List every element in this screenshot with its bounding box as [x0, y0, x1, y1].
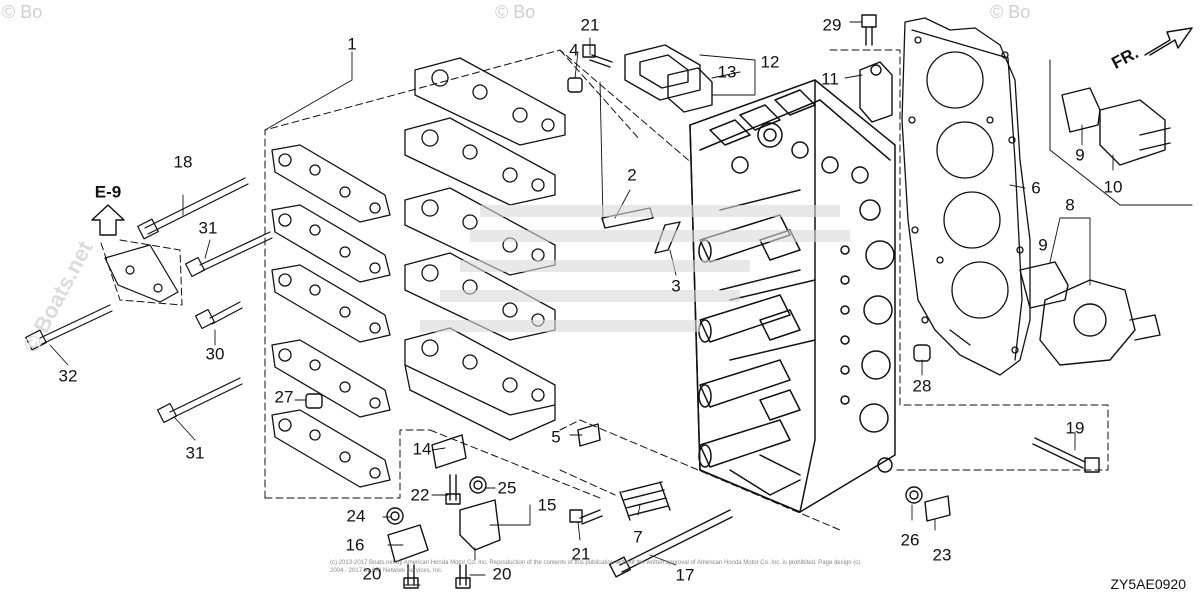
callout-26[interactable]: 26: [900, 530, 920, 550]
callout-9-inset[interactable]: 9: [1075, 145, 1085, 165]
callout-1[interactable]: 1: [347, 34, 357, 54]
watermark-pattern: [420, 205, 850, 332]
washer-25: [469, 476, 487, 494]
bolt-31-upper: [184, 231, 273, 278]
dowel-27: [305, 393, 323, 409]
callout-14[interactable]: 14: [412, 439, 432, 459]
callout-16[interactable]: 16: [345, 535, 365, 555]
section-ref-label[interactable]: E-9: [94, 182, 122, 202]
callout-19[interactable]: 19: [1065, 418, 1085, 438]
callout-8[interactable]: 8: [1065, 195, 1075, 215]
sensor-16: [387, 524, 429, 563]
callout-17[interactable]: 17: [675, 565, 695, 585]
watermark-top-2: © Bo: [495, 2, 536, 22]
spring-7: [619, 481, 671, 521]
callout-31-lower[interactable]: 31: [185, 443, 205, 463]
callout-22[interactable]: 22: [410, 485, 430, 505]
bolt-29: [861, 14, 877, 46]
callout-21-bottom[interactable]: 21: [571, 544, 591, 564]
callout-31-upper[interactable]: 31: [198, 218, 218, 238]
dowel-4: [567, 77, 583, 93]
dowel-3: [654, 221, 681, 254]
bolt-30: [194, 301, 243, 330]
cylinder-head-block: [689, 79, 896, 513]
assembly-boundary-lines: [99, 49, 1193, 531]
cam-holder-stack-right: [404, 57, 566, 441]
sensor-11: [859, 61, 893, 123]
callout-20-left[interactable]: 20: [362, 564, 382, 584]
watermark-top-3: © Bo: [990, 2, 1031, 22]
callout-25[interactable]: 25: [497, 478, 517, 498]
callout-4[interactable]: 4: [569, 40, 579, 60]
callout-10[interactable]: 10: [1103, 177, 1123, 197]
washer-24: [386, 507, 404, 525]
callout-3[interactable]: 3: [671, 276, 681, 296]
callout-24[interactable]: 24: [346, 506, 366, 526]
cover-12: [624, 44, 701, 101]
callout-20-right[interactable]: 20: [492, 564, 512, 584]
dowel-28: [913, 344, 931, 362]
bolt-31-lower: [156, 377, 243, 424]
bolt-18: [137, 177, 249, 240]
bolt-17: [608, 509, 733, 578]
sensor-15: [459, 499, 501, 551]
callout-12[interactable]: 12: [760, 52, 780, 72]
bolt-19: [1032, 437, 1100, 473]
copyright-notice: (c) 2013-2017 Boats.net by American Hond…: [330, 560, 861, 574]
spool-valve-8: [1039, 279, 1161, 366]
callout-2[interactable]: 2: [627, 165, 637, 185]
callout-28[interactable]: 28: [912, 376, 932, 396]
callout-11[interactable]: 11: [821, 69, 839, 89]
leader-lines: [49, 21, 1114, 586]
callout-21-top[interactable]: 21: [580, 15, 600, 35]
gasket-9-inset: [1061, 87, 1101, 133]
bolt-21-bottom: [569, 509, 603, 525]
plug-5: [577, 423, 601, 447]
arrow-up-icon: [91, 204, 125, 236]
gasket-9-right: [1019, 261, 1069, 309]
bolt-21-top: [582, 44, 613, 68]
bracket-14: [431, 434, 467, 469]
callout-23[interactable]: 23: [932, 545, 952, 565]
front-direction-arrow: [1144, 27, 1193, 56]
valve-10: [1099, 99, 1171, 166]
callout-32[interactable]: 32: [58, 366, 78, 386]
bolt-22: [445, 474, 461, 505]
bolt-20-left: [403, 564, 419, 589]
diagram-code: ZY5AE0920: [1110, 576, 1187, 592]
head-gasket: [901, 17, 1031, 376]
callout-18[interactable]: 18: [173, 152, 193, 172]
callout-9-valve[interactable]: 9: [1038, 235, 1048, 255]
callout-29[interactable]: 29: [822, 15, 842, 35]
bolt-20-right: [455, 564, 471, 589]
bolt-32: [25, 304, 113, 351]
callout-30[interactable]: 30: [205, 344, 225, 364]
cam-holder-stack-left: [271, 144, 391, 488]
gasket-13: [667, 67, 713, 113]
bracket-e9: [104, 244, 179, 303]
callout-7[interactable]: 7: [633, 527, 643, 547]
washer-26: [905, 486, 923, 504]
callout-15[interactable]: 15: [537, 495, 557, 515]
callout-5[interactable]: 5: [551, 427, 561, 447]
callout-13[interactable]: 13: [717, 62, 737, 82]
callout-6[interactable]: 6: [1031, 178, 1041, 198]
watermark-top-1: © Bo: [2, 2, 43, 22]
plug-23: [924, 495, 951, 522]
callout-27[interactable]: 27: [274, 387, 294, 407]
